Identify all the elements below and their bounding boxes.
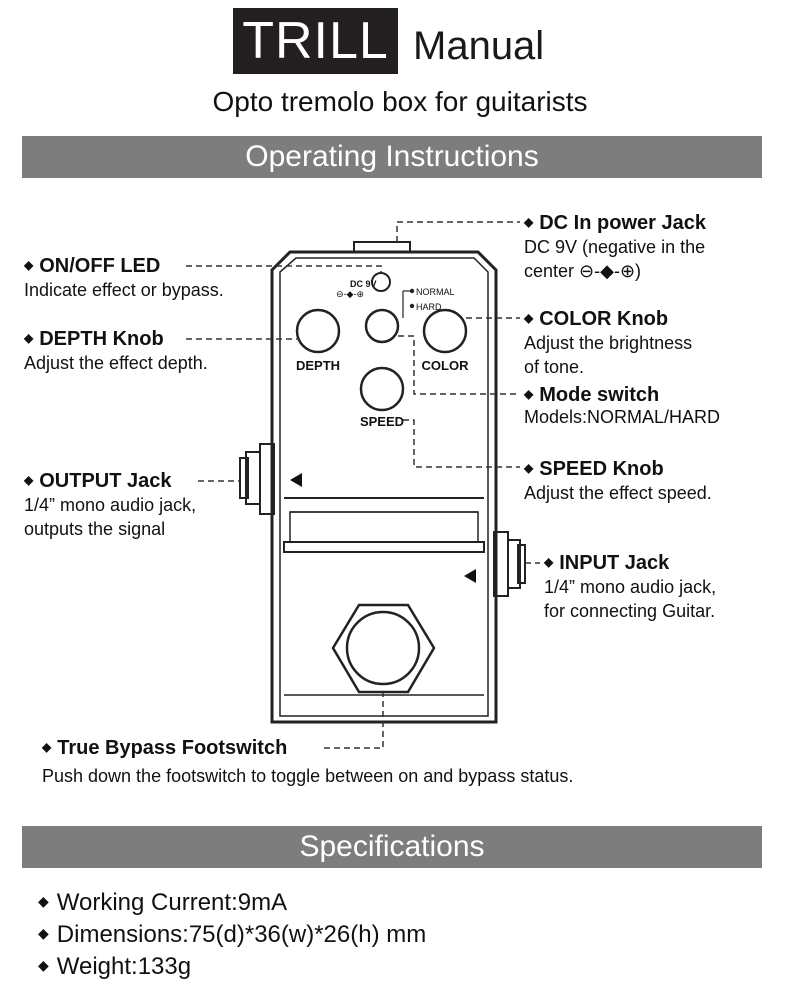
product-subtitle: Opto tremolo box for guitarists <box>212 86 588 117</box>
input-arrow-icon <box>464 569 476 583</box>
callout-desc: Adjust the effect depth. <box>24 353 208 373</box>
callout-desc: Adjust the brightness <box>524 333 693 353</box>
callout-dc-in: ◆DC In power Jack DC 9V (negative in the… <box>524 212 706 281</box>
mode-hard-label: HARD <box>416 302 442 312</box>
callout-speed-knob: ◆SPEED Knob Adjust the effect speed. <box>524 458 712 503</box>
callout-depth-knob: ◆DEPTH Knob Adjust the effect depth. <box>24 328 208 373</box>
callout-title: Mode switch <box>539 384 660 406</box>
depth-knob <box>295 308 341 354</box>
callout-desc: Models:NORMAL/HARD <box>524 407 721 427</box>
callout-desc: 1/4” mono audio jack, <box>544 577 717 597</box>
color-knob <box>422 308 468 354</box>
callout-desc: center ⊖-◆-⊕) <box>524 261 642 281</box>
callout-title: OUTPUT Jack <box>39 470 172 492</box>
color-label: COLOR <box>422 358 470 373</box>
manual-header: TRILL Manual <box>233 8 593 74</box>
callout-output-jack: ◆OUTPUT Jack 1/4” mono audio jack, outpu… <box>24 470 197 539</box>
callout-desc: Indicate effect or bypass. <box>24 280 224 300</box>
mode-switch <box>364 308 400 344</box>
mode-normal-label: NORMAL <box>416 287 455 297</box>
brand-logo: TRILL <box>233 8 398 74</box>
callout-title: DC In power Jack <box>539 212 706 234</box>
speed-label: SPEED <box>360 414 404 429</box>
callout-desc: of tone. <box>524 357 585 377</box>
callout-title: True Bypass Footswitch <box>57 737 288 759</box>
callout-title: SPEED Knob <box>539 458 664 480</box>
list-item: ◆Weight:133g <box>38 953 192 980</box>
callout-title: DEPTH Knob <box>39 328 164 350</box>
list-item: ◆Working Current:9mA <box>38 889 288 916</box>
output-arrow-icon <box>290 473 302 487</box>
callout-desc: for connecting Guitar. <box>544 601 716 621</box>
callout-title: INPUT Jack <box>559 552 670 574</box>
dc-label: DC 9V <box>350 279 377 289</box>
callout-input-jack: ◆INPUT Jack 1/4” mono audio jack, for co… <box>544 552 717 621</box>
footswitch <box>331 603 436 694</box>
callout-desc: 1/4” mono audio jack, <box>24 495 197 515</box>
callout-mode-switch: ◆Mode switch Models:NORMAL/HARD <box>524 384 721 427</box>
speed-knob <box>359 366 405 412</box>
pedal-body <box>270 250 498 724</box>
manual-title: Manual <box>413 24 545 68</box>
depth-label: DEPTH <box>296 358 340 373</box>
callout-title: ON/OFF LED <box>39 255 161 277</box>
specifications-list: ◆Working Current:9mA ◆Dimensions:75(d)*3… <box>38 886 426 982</box>
callout-desc: outputs the signal <box>24 519 166 539</box>
callout-footswitch: ◆True Bypass Footswitch Push down the fo… <box>42 737 574 786</box>
list-item: ◆Dimensions:75(d)*36(w)*26(h) mm <box>38 921 427 948</box>
callout-desc: DC 9V (negative in the <box>524 237 706 257</box>
callout-on-off-led: ◆ON/OFF LED Indicate effect or bypass. <box>24 255 224 300</box>
callout-desc: Adjust the effect speed. <box>524 483 712 503</box>
callout-color-knob: ◆COLOR Knob Adjust the brightness of ton… <box>524 308 693 377</box>
callout-title: COLOR Knob <box>539 308 669 330</box>
svg-text:⊖-◆-⊕: ⊖-◆-⊕ <box>336 289 364 299</box>
specifications-heading: Specifications <box>22 826 762 868</box>
operating-instructions-heading: Operating Instructions <box>22 136 762 178</box>
callout-desc: Push down the footswitch to toggle betwe… <box>42 766 574 786</box>
